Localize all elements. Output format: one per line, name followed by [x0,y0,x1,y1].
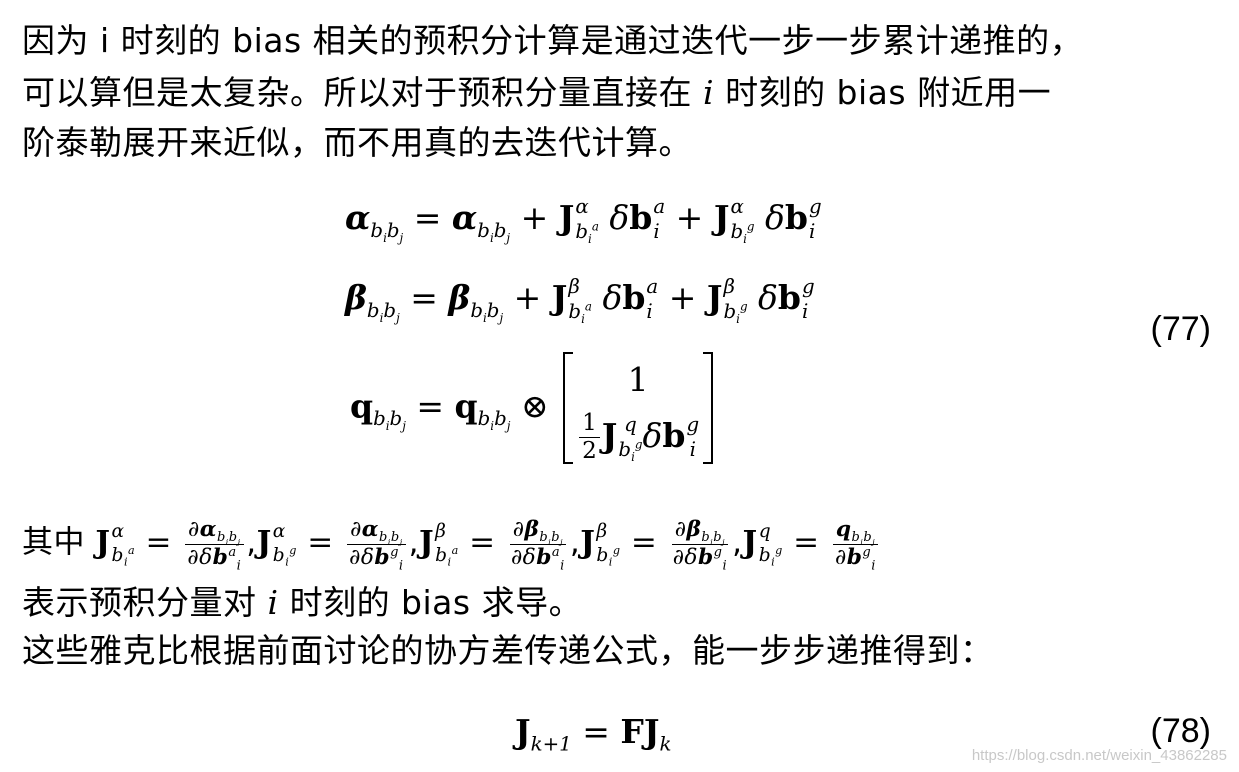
paragraph-1-line-2-b: 时刻的 bias 附近用一 [725,73,1052,112]
paragraph-1-line-2: 可以算但是太复杂。所以对于预积分量直接在 i 时刻的 bias 附近用一 [22,70,1051,116]
equation-78-number: (78) [1150,712,1211,750]
equation-77-number: (77) [1150,310,1211,348]
paragraph-2-line-3: 这些雅克比根据前面讨论的协方差传递公式，能一步步递推得到： [22,631,994,670]
paragraph-2-line-2: 表示预积分量对 i 时刻的 bias 求导。 [22,580,582,626]
matrix-top-cell: 1 [627,360,649,399]
paragraph-1-line-2-a: 可以算但是太复杂。所以对于预积分量直接在 [22,73,692,112]
equation-78: Jk+1 = FJk [515,712,672,756]
inline-math-i: i [703,73,715,112]
paragraph-1-line-3: 阶泰勒展开来近似，而不用真的去迭代计算。 [22,123,692,162]
watermark: https://blog.csdn.net/weixin_43862285 [971,747,1227,764]
paragraph-1-line-1: 因为 i 时刻的 bias 相关的预积分计算是通过迭代一步一步累计递推的， [22,21,1084,60]
where-prefix: 其中 [22,524,85,561]
inline-math-i-2: i [267,583,279,622]
paragraph-2-line-2-b: 时刻的 bias 求导。 [289,583,583,622]
paragraph-2-line-2-a: 表示预积分量对 [22,583,257,622]
